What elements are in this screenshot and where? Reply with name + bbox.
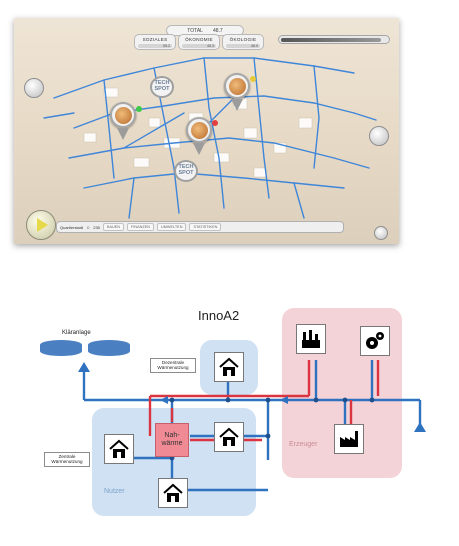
house-icon <box>214 352 244 382</box>
citizen-pin[interactable] <box>224 73 250 99</box>
house-icon <box>104 434 134 464</box>
person-icon: ☺ <box>86 224 91 230</box>
tank-icon <box>40 340 82 356</box>
dezentrale-waermenutzung-label: Dezentrale Wärmenutzung <box>150 358 196 373</box>
citizen-avatar <box>228 77 246 95</box>
tab-umwelten[interactable]: UMWELTEN <box>157 223 187 231</box>
play-icon <box>37 218 48 232</box>
pin-tail <box>117 128 129 140</box>
tab-finanzen[interactable]: FINANZEN <box>127 223 154 231</box>
tech-spot-marker[interactable]: TECH SPOT <box>150 76 174 98</box>
settings-button[interactable] <box>374 226 388 240</box>
status-dot-yellow <box>250 76 256 82</box>
diagram-title: InnoA2 <box>198 308 240 323</box>
nutzer-label: Nutzer <box>104 488 125 495</box>
score-soziales: SOZIALES 55.2 <box>134 34 176 50</box>
factory-icon <box>296 324 326 354</box>
nahwaerme-label: Nah- wärme <box>161 432 183 447</box>
play-button[interactable] <box>26 210 56 240</box>
tab-bauen[interactable]: BAUEN <box>102 223 124 231</box>
status-dot-red <box>212 120 218 126</box>
house-icon <box>158 478 188 508</box>
innoa2-diagram: InnoA2 <box>0 300 459 546</box>
total-value: 48.7 <box>212 27 223 34</box>
score-bar: 46.0 <box>226 43 260 48</box>
score-bar: 45.3 <box>182 43 216 48</box>
pin-tail <box>231 99 243 111</box>
klaeranlage-label: Kläranlage <box>62 330 91 336</box>
gears-icon <box>360 326 390 356</box>
citizen-pin[interactable] <box>110 102 136 128</box>
tank-icon <box>88 340 130 356</box>
score-label: ÖKONOMIE <box>185 36 213 42</box>
left-nav-button[interactable] <box>24 78 44 98</box>
total-label: TOTAL <box>187 27 203 34</box>
status-dot-green <box>136 106 142 112</box>
citizen-pin[interactable] <box>186 117 212 143</box>
game-screenshot: TOTAL 48.7 SOZIALES 55.2 ÖKONOMIE 45.3 Ö… <box>14 18 399 244</box>
quarter-label: Quartierstadt <box>60 224 84 230</box>
zentrale-waermenutzung-label: Zentrale Wärmenutzung <box>44 452 90 467</box>
score-bar: 55.2 <box>138 43 172 48</box>
score-oekologie: ÖKOLOGIE 46.0 <box>222 34 264 50</box>
nahwaerme-node: Nah- wärme <box>155 423 189 457</box>
population-value: 235 <box>93 224 100 230</box>
citizen-avatar <box>114 106 132 124</box>
time-slider[interactable] <box>278 35 390 44</box>
tech-spot-marker[interactable]: TECH SPOT <box>174 160 198 182</box>
time-slider-fill <box>281 38 381 42</box>
right-nav-button[interactable] <box>369 126 389 146</box>
score-oekonomie: ÖKONOMIE 45.3 <box>178 34 220 50</box>
bottom-toolbar: Quartierstadt ☺ 235 BAUEN FINANZEN UMWEL… <box>56 221 344 233</box>
score-label: ÖKOLOGIE <box>229 36 257 42</box>
score-label: SOZIALES <box>142 36 168 42</box>
erzeuger-label: Erzeuger <box>289 441 318 448</box>
pin-tail <box>193 143 205 155</box>
tab-statistiken[interactable]: STATISTIKEN <box>189 223 222 231</box>
house-icon <box>214 422 244 452</box>
citizen-avatar <box>190 121 208 139</box>
industrial-plant-icon <box>334 424 364 454</box>
